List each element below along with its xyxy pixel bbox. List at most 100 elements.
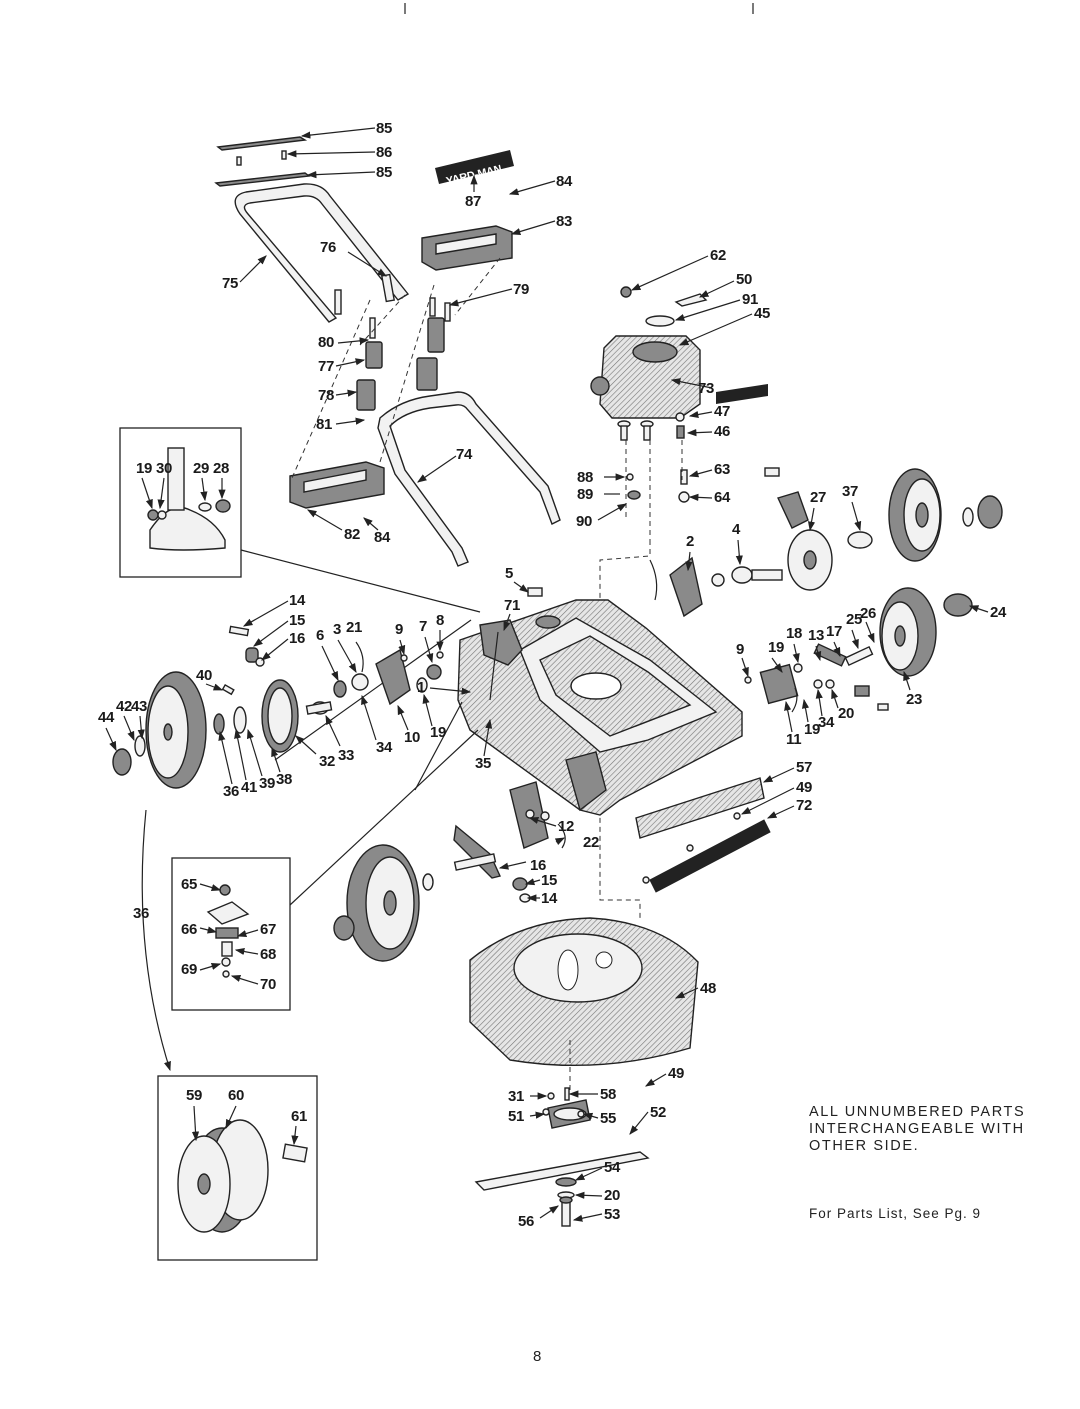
rear-flap-lower <box>649 819 771 893</box>
inset-box-wheel-pulley <box>141 809 318 1261</box>
callout-11: 11 <box>786 731 801 748</box>
inset-box-wheel-adjuster <box>119 427 481 613</box>
callout-15: 15 <box>289 612 305 629</box>
callout-80: 80 <box>318 334 334 351</box>
callout-63: 63 <box>714 461 730 478</box>
callout-10: 10 <box>404 729 420 746</box>
right-front-wheel-assembly <box>744 587 973 713</box>
callout-57: 57 <box>796 759 812 776</box>
callout-49: 49 <box>796 779 812 796</box>
callout-37: 37 <box>842 483 858 500</box>
callout-52: 52 <box>650 1104 666 1121</box>
height-adjust-lever <box>479 619 523 666</box>
callout-17: 17 <box>826 623 842 640</box>
rear-flap <box>635 777 771 893</box>
callout-26: 26 <box>860 605 876 622</box>
callout-36-b: 36 <box>133 905 149 922</box>
callout-36: 36 <box>223 783 239 800</box>
callout-33: 33 <box>338 747 354 764</box>
callout-32: 32 <box>319 753 335 770</box>
rear-flap-upper <box>635 777 765 839</box>
left-front-wheel-assembly <box>112 625 444 789</box>
right-rear-wheel-assembly <box>649 467 1003 618</box>
callout-72: 72 <box>796 797 812 814</box>
interchangeable-note: ALL UNNUMBERED PARTS INTERCHANGEABLE WIT… <box>809 1104 1069 1155</box>
callout-64: 64 <box>714 489 731 506</box>
callout-90: 90 <box>576 513 592 530</box>
callout-9: 9 <box>395 621 403 638</box>
grip-pin-right <box>281 150 287 160</box>
callout-42: 42 <box>116 698 132 715</box>
callout-71: 71 <box>504 597 520 614</box>
callout-38: 38 <box>276 771 292 788</box>
callout-29: 29 <box>193 460 209 477</box>
callout-89: 89 <box>577 486 593 503</box>
mount-block-lower-top <box>303 469 367 493</box>
callout-30: 30 <box>156 460 172 477</box>
handle-bracket-left-upper <box>365 341 383 369</box>
callout-53: 53 <box>604 1206 620 1223</box>
handle-bracket-left-lower <box>356 379 376 411</box>
callout-5: 5 <box>505 565 513 582</box>
page-number: 8 <box>533 1348 542 1365</box>
callout-20-b: 20 <box>604 1187 620 1204</box>
callout-48: 48 <box>700 980 716 997</box>
callout-84: 84 <box>556 173 573 190</box>
callout-8: 8 <box>436 612 444 629</box>
handle-bracket-right-upper <box>427 317 445 353</box>
callout-13: 13 <box>808 627 824 644</box>
callout-22: 22 <box>583 834 599 851</box>
callout-61: 61 <box>291 1108 307 1125</box>
blade-housing <box>469 917 699 1090</box>
callout-65: 65 <box>181 876 197 893</box>
blade <box>474 1151 650 1191</box>
callout-60: 60 <box>228 1087 244 1104</box>
callout-16: 16 <box>289 630 305 647</box>
blade-assembly <box>474 1087 650 1227</box>
callout-82: 82 <box>344 526 360 543</box>
handle-pin-2 <box>334 289 342 315</box>
callout-73: 73 <box>698 380 714 397</box>
callout-34-right: 34 <box>818 714 835 731</box>
callout-66: 66 <box>181 921 197 938</box>
callout-75: 75 <box>222 275 238 292</box>
callout-68: 68 <box>260 946 276 963</box>
callout-85: 85 <box>376 120 392 137</box>
callout-81: 81 <box>316 416 332 433</box>
lower-front-wheel-assembly <box>333 781 566 962</box>
callout-1: 1 <box>417 679 425 696</box>
callout-56: 56 <box>518 1213 534 1230</box>
callout-78: 78 <box>318 387 334 404</box>
callout-24: 24 <box>990 604 1007 621</box>
callout-77: 77 <box>318 358 334 375</box>
bolt-80 <box>369 317 376 339</box>
callout-15-b: 15 <box>541 872 557 889</box>
inset-box-height-adjuster <box>171 729 479 1011</box>
callout-86: 86 <box>376 144 392 161</box>
callout-76: 76 <box>320 239 336 256</box>
callout-34: 34 <box>376 739 393 756</box>
part-5-clip <box>527 587 543 597</box>
callout-20-right: 20 <box>838 705 854 722</box>
callout-19: 19 <box>430 724 446 741</box>
callout-79: 79 <box>513 281 529 298</box>
callout-9-right: 9 <box>736 641 744 658</box>
callout-35: 35 <box>475 755 491 772</box>
callout-50: 50 <box>736 271 752 288</box>
bolt-79b <box>444 302 451 322</box>
callout-25: 25 <box>846 611 862 628</box>
mount-block-top <box>435 233 497 255</box>
handle-assembly <box>214 136 561 567</box>
callout-62: 62 <box>710 247 726 264</box>
callout-88: 88 <box>577 469 593 486</box>
callout-58: 58 <box>600 1086 616 1103</box>
callout-7: 7 <box>419 618 427 635</box>
callout-40: 40 <box>196 667 212 684</box>
callout-27: 27 <box>810 489 826 506</box>
callout-47: 47 <box>714 403 730 420</box>
callout-83: 83 <box>556 213 572 230</box>
callout-43: 43 <box>131 698 147 715</box>
callout-layer: 85 86 85 84 87 83 76 75 79 80 77 78 81 7… <box>98 120 1007 1230</box>
mower-deck <box>274 587 743 816</box>
callout-18: 18 <box>786 625 802 642</box>
